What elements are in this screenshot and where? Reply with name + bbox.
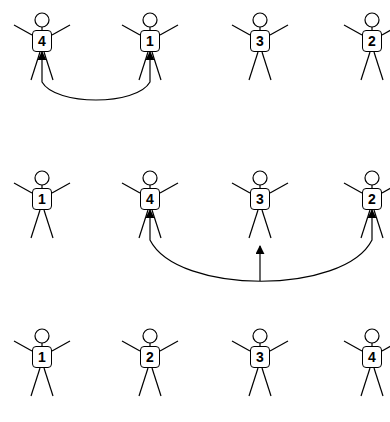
figure-leg <box>44 52 53 80</box>
figure-leg <box>152 210 161 238</box>
figure-leg <box>152 368 161 396</box>
figure-head <box>253 171 267 185</box>
pointer-arrow <box>259 246 260 281</box>
figure-number: 1 <box>146 34 154 48</box>
figure-leg <box>31 368 40 396</box>
torso-box: 2 <box>140 346 160 368</box>
torso-box: 2 <box>362 188 382 210</box>
stick-figure <box>232 13 288 80</box>
figure-arm <box>122 25 140 35</box>
figure-head <box>253 13 267 27</box>
figure-leg <box>139 368 148 396</box>
figure-arm <box>14 341 32 351</box>
figure-leg <box>139 210 148 238</box>
figure-number: 4 <box>38 34 46 48</box>
stick-figure <box>344 171 390 238</box>
figure-arm <box>14 25 32 35</box>
figure-arm <box>382 25 390 35</box>
figure-arm <box>160 25 178 35</box>
stick-figure <box>122 329 178 396</box>
figure-arm <box>270 183 288 193</box>
figure-number: 2 <box>368 192 376 206</box>
figure-arm <box>344 25 362 35</box>
swap-arrow <box>42 52 150 100</box>
figure-arm <box>382 183 390 193</box>
figure-leg <box>361 52 370 80</box>
figure-head <box>35 171 49 185</box>
figure-number: 2 <box>146 350 154 364</box>
figure-head <box>35 329 49 343</box>
torso-box: 1 <box>32 346 52 368</box>
torso-box: 4 <box>362 346 382 368</box>
figure-arm <box>160 183 178 193</box>
figure-leg <box>361 368 370 396</box>
torso-box: 4 <box>140 188 160 210</box>
figure-number: 1 <box>38 192 46 206</box>
figure-arm <box>382 341 390 351</box>
figure-number: 3 <box>256 192 264 206</box>
torso-box: 1 <box>32 188 52 210</box>
figure-leg <box>31 52 40 80</box>
figure-head <box>143 329 157 343</box>
figure-head <box>365 171 379 185</box>
torso-box: 3 <box>250 346 270 368</box>
figure-arm <box>52 183 70 193</box>
figure-leg <box>262 52 271 80</box>
stick-figure <box>232 329 288 396</box>
figure-arm <box>52 341 70 351</box>
stick-figure <box>14 171 70 238</box>
figure-arm <box>52 25 70 35</box>
figure-leg <box>152 52 161 80</box>
torso-box: 4 <box>32 30 52 52</box>
figure-arm <box>160 341 178 351</box>
figure-number: 4 <box>146 192 154 206</box>
figure-number: 2 <box>368 34 376 48</box>
figure-head <box>253 329 267 343</box>
figure-arm <box>232 25 250 35</box>
torso-box: 1 <box>140 30 160 52</box>
figure-number: 1 <box>38 350 46 364</box>
figure-head <box>365 329 379 343</box>
figure-arm <box>232 341 250 351</box>
figure-head <box>35 13 49 27</box>
figure-arm <box>122 341 140 351</box>
figure-leg <box>374 368 383 396</box>
figure-number: 3 <box>256 350 264 364</box>
figure-leg <box>361 210 370 238</box>
figure-number: 4 <box>368 350 376 364</box>
figure-leg <box>249 52 258 80</box>
torso-box: 2 <box>362 30 382 52</box>
figure-leg <box>31 210 40 238</box>
figure-arm <box>344 183 362 193</box>
stick-figure <box>344 13 390 80</box>
figure-leg <box>249 368 258 396</box>
figure-arm <box>344 341 362 351</box>
figure-arm <box>232 183 250 193</box>
figure-leg <box>44 210 53 238</box>
figure-arm <box>14 183 32 193</box>
figure-leg <box>374 52 383 80</box>
figure-leg <box>44 368 53 396</box>
stick-figure <box>232 171 288 238</box>
figure-leg <box>262 368 271 396</box>
torso-box: 3 <box>250 30 270 52</box>
stick-figure <box>14 329 70 396</box>
figure-arm <box>270 25 288 35</box>
figure-leg <box>374 210 383 238</box>
figure-leg <box>139 52 148 80</box>
figure-arm <box>270 341 288 351</box>
stick-figure <box>344 329 390 396</box>
figure-head <box>143 171 157 185</box>
figure-number: 3 <box>256 34 264 48</box>
figure-head <box>365 13 379 27</box>
figure-leg <box>249 210 258 238</box>
figure-head <box>143 13 157 27</box>
figure-leg <box>262 210 271 238</box>
torso-box: 3 <box>250 188 270 210</box>
swap-arrow <box>150 210 372 281</box>
figure-arm <box>122 183 140 193</box>
